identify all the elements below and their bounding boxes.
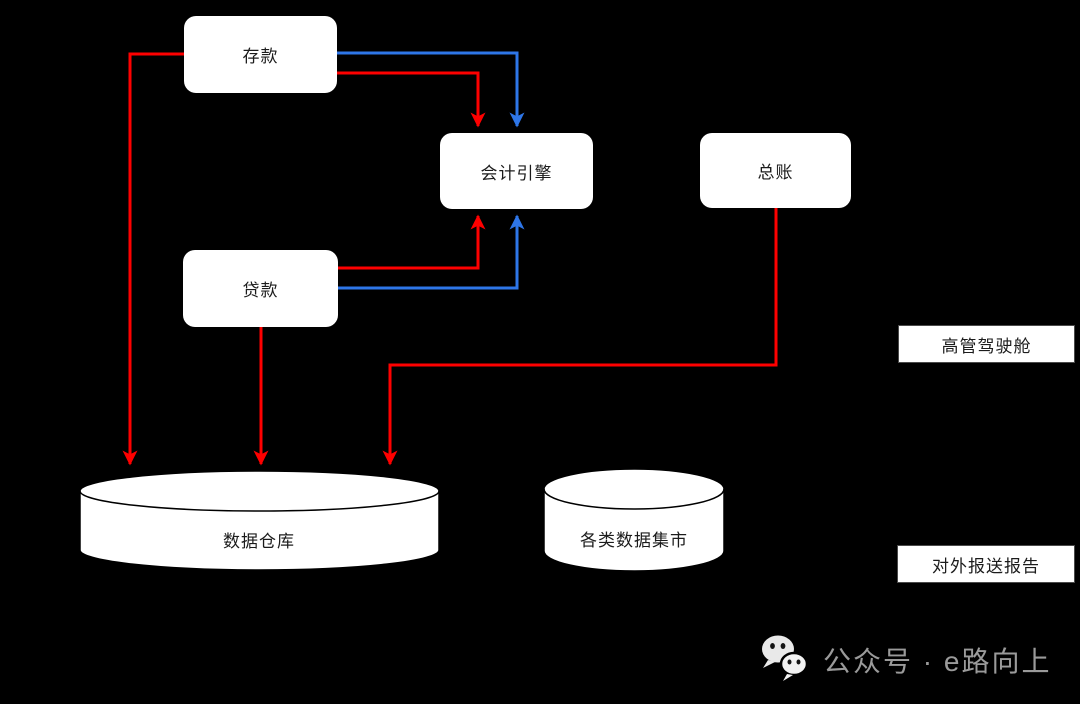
node-general-ledger-label: 总账 xyxy=(757,163,794,182)
external-report-label: 对外报送报告 xyxy=(932,556,1040,576)
node-deposit-label: 存款 xyxy=(242,47,279,66)
datamarts-cylinder xyxy=(543,468,725,572)
node-accounting-engine-label: 会计引擎 xyxy=(480,163,553,183)
node-general-ledger: 总账 xyxy=(700,133,851,208)
node-loan-label: 贷款 xyxy=(242,281,279,300)
external-report-label-box: 对外报送报告 xyxy=(897,545,1075,583)
node-loan: 贷款 xyxy=(183,250,338,327)
node-deposit: 存款 xyxy=(184,16,337,93)
wechat-icon xyxy=(762,635,809,681)
warehouse-cylinder xyxy=(79,470,440,571)
node-accounting-engine: 会计引擎 xyxy=(440,133,593,209)
watermark: 公众号 · e路向上 xyxy=(758,632,1051,688)
exec-dashboard-label-box: 高管驾驶舱 xyxy=(898,325,1075,363)
edge-loan-to-engine-blue xyxy=(338,214,525,290)
watermark-text: 公众号 · e路向上 xyxy=(823,646,1052,677)
edge-loan-to-engine-red xyxy=(338,214,486,270)
edge-deposit-to-engine-red xyxy=(337,71,486,128)
edge-deposit-to-engine-blue xyxy=(337,51,525,128)
exec-dashboard-label: 高管驾驶舱 xyxy=(941,336,1032,356)
warehouse-label: 数据仓库 xyxy=(223,532,295,551)
edge-ledger-to-warehouse-red xyxy=(382,208,778,466)
datamarts-label: 各类数据集市 xyxy=(580,531,688,550)
edge-deposit-to-warehouse-red xyxy=(122,52,184,466)
